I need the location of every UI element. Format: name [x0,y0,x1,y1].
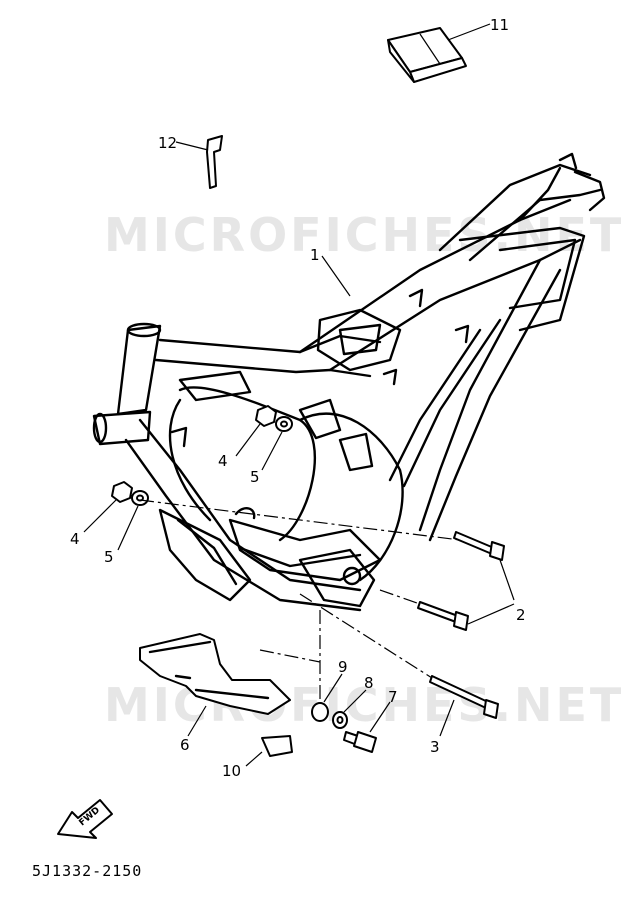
fwd-arrow-icon: FWD [57,799,113,839]
centerline-bracket [259,649,321,663]
part-1-frame [92,152,606,612]
callout-6: 6 [180,736,190,754]
part-10-plate [245,735,293,767]
callout-5-upper: 5 [250,468,260,486]
callout-5-lower: 5 [104,548,114,566]
callout-8: 8 [364,674,374,692]
callout-10: 10 [222,762,241,780]
part-7-bolt [343,701,391,753]
centerline-upper-bolt [139,499,461,541]
part-2-bolt-upper [453,531,515,601]
callout-9: 9 [338,658,348,676]
part-6-bracket [139,633,291,737]
part-11-protector [387,23,491,83]
part-5-washer-lower [117,490,149,551]
callout-3: 3 [430,738,440,756]
callout-4-upper: 4 [218,452,228,470]
callout-2: 2 [516,606,526,624]
callout-4-lower: 4 [70,530,80,548]
part-5-washer-upper [261,416,293,471]
centerline-lower-bolt [379,589,421,605]
part-12-band [175,135,223,189]
callout-12: 12 [158,134,177,152]
watermark-top: MICROFICHES.NET [104,208,625,262]
part-3-long-bolt [429,675,499,737]
drawing-code: 5J1332-2150 [32,862,143,880]
callout-1: 1 [310,246,320,264]
part-2-bolt-lower [417,601,515,631]
callout-11: 11 [490,16,509,34]
part-9-nut [311,673,343,722]
part-4-nut-upper [235,405,277,457]
callout-7: 7 [388,688,398,706]
part-4-nut-lower [83,481,133,533]
centerline-long-bolt [299,593,433,679]
part-8-washer [332,689,367,729]
